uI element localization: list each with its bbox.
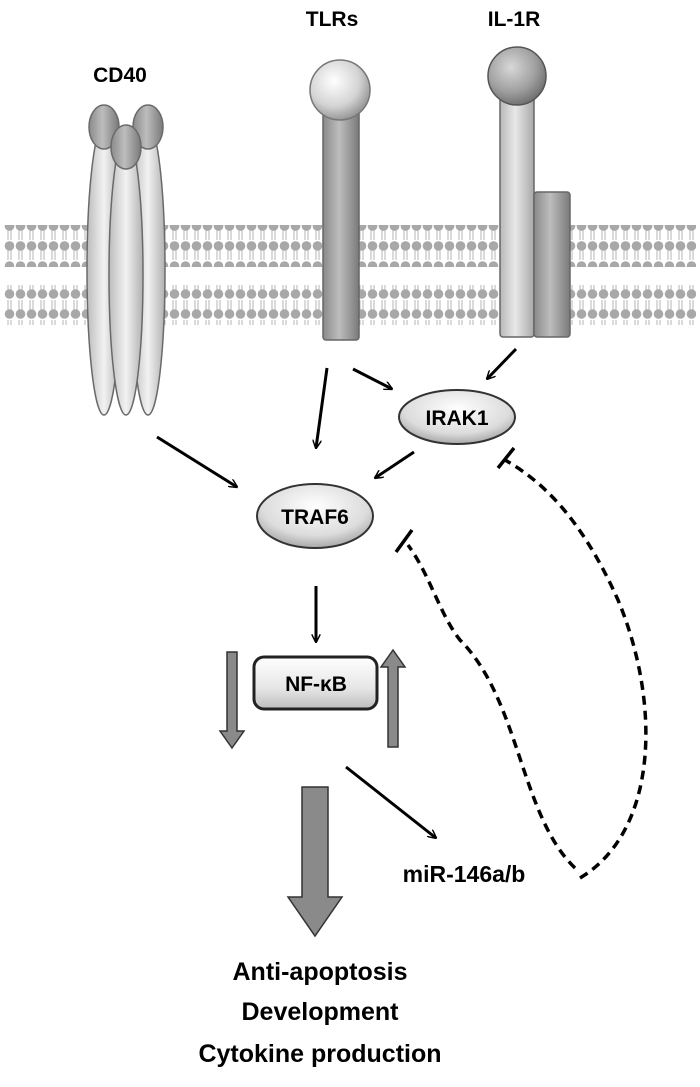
- irak1-inhibition-bar: [496, 446, 516, 470]
- output-arrow: [286, 786, 344, 938]
- up-regulation-arrow: [379, 648, 407, 748]
- arrow-irak1-to-traf6: [375, 450, 415, 478]
- outcome-development: Development: [242, 998, 400, 1026]
- inhibit-traf6-line: [406, 543, 577, 870]
- nfkb-label: NF-κB: [285, 673, 347, 696]
- traf6-node: TRAF6: [256, 483, 374, 549]
- cd40-receptor: [86, 104, 166, 416]
- nfkb-node: NF-κB: [252, 655, 379, 711]
- il1r-receptor: [487, 46, 571, 338]
- inhibit-irak1-line: [504, 458, 648, 880]
- tlr-receptor: [309, 59, 371, 341]
- inhibition-bars: [394, 446, 516, 554]
- il1r-label: IL-1R: [488, 8, 541, 31]
- traf6-inhibition-bar: [394, 528, 414, 554]
- traf6-label: TRAF6: [281, 506, 349, 529]
- outcome-cytokine-production: Cytokine production: [198, 1040, 441, 1068]
- irak1-label: IRAK1: [425, 407, 488, 430]
- arrow-cd40-to-traf6: [156, 435, 237, 487]
- inhibition-lines: [406, 458, 648, 880]
- down-regulation-arrow: [218, 651, 246, 750]
- activation-arrows: [156, 347, 518, 838]
- arrow-tlrs-to-irak1: [352, 367, 392, 391]
- arrow-il1r-to-irak1: [487, 347, 518, 379]
- arrow-tlrs-to-traf6: [316, 367, 329, 448]
- tlrs-label: TLRs: [306, 8, 359, 31]
- cd40-label: CD40: [93, 64, 147, 87]
- arrow-nfkb-to-mir146: [345, 765, 436, 838]
- mir146-label: miR-146a/b: [403, 861, 526, 887]
- outcomes-list: Anti-apoptosis Development Cytokine prod…: [198, 958, 441, 1068]
- outcome-anti-apoptosis: Anti-apoptosis: [233, 958, 408, 986]
- irak1-node: IRAK1: [398, 389, 516, 445]
